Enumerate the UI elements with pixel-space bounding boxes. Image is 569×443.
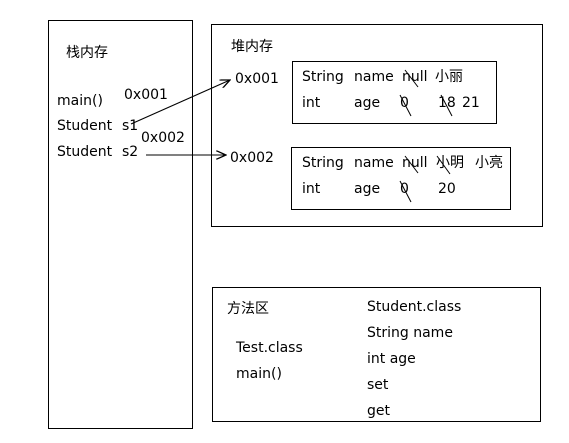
obj1-name-field: name: [354, 69, 394, 85]
obj1-age-field: age: [354, 95, 381, 111]
obj2-name-old2: 小明: [436, 155, 464, 171]
student-member-age: int age: [367, 351, 416, 367]
stack-addr-1: 0x001: [124, 87, 168, 103]
obj1-name-value: 小丽: [435, 69, 463, 85]
method-area-panel: [212, 287, 541, 422]
heap-obj2-addr: 0x002: [230, 150, 274, 166]
stack-s1-var: s1: [122, 118, 139, 134]
student-member-set: set: [367, 377, 389, 393]
obj1-name-type: String: [302, 69, 344, 85]
obj2-age-old: 0: [400, 181, 409, 197]
obj1-name-old: null: [402, 69, 428, 85]
obj2-name-type: String: [302, 155, 344, 171]
obj2-name-field: name: [354, 155, 394, 171]
obj2-name-value: 小亮: [475, 155, 503, 171]
obj2-age-type: int: [302, 181, 321, 197]
obj1-age-value: 21: [462, 95, 480, 111]
stack-title: 栈内存: [66, 45, 108, 61]
test-class-label: Test.class: [236, 340, 303, 356]
heap-object-1: [292, 61, 497, 124]
obj1-age-old: 0: [400, 95, 409, 111]
obj1-age-old2: 18: [438, 95, 456, 111]
stack-s2-var: s2: [122, 144, 139, 160]
obj2-name-old: null: [402, 155, 428, 171]
student-member-name: String name: [367, 325, 453, 341]
stack-main-frame: main(): [57, 93, 103, 109]
obj1-age-type: int: [302, 95, 321, 111]
method-area-title: 方法区: [227, 301, 269, 317]
student-member-get: get: [367, 403, 390, 419]
stack-s1-type: Student: [57, 118, 113, 134]
stack-memory-panel: [48, 20, 193, 429]
obj2-age-field: age: [354, 181, 381, 197]
obj2-age-value: 20: [438, 181, 456, 197]
heap-title: 堆内存: [231, 39, 273, 55]
stack-addr-2: 0x002: [141, 130, 185, 146]
heap-object-2: [291, 147, 511, 210]
stack-s2-type: Student: [57, 144, 113, 160]
heap-obj1-addr: 0x001: [235, 71, 279, 87]
student-class-label: Student.class: [367, 299, 462, 315]
test-class-main: main(): [236, 366, 282, 382]
